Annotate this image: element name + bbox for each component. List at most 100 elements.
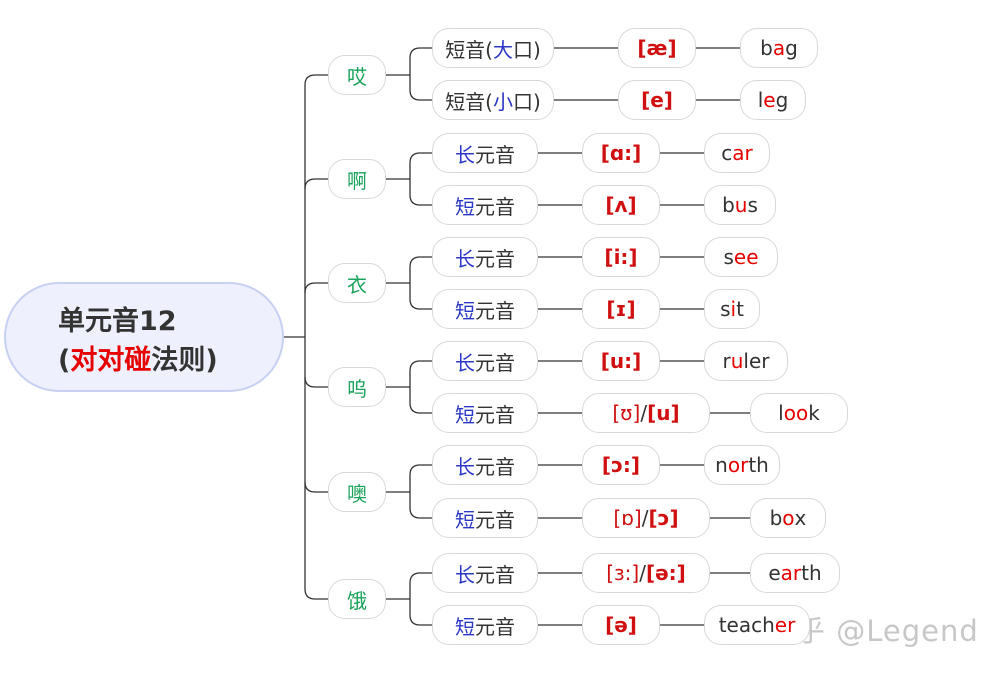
phonetic-node: [ʊ] / [u] <box>582 393 710 433</box>
word-part: ler <box>743 349 770 373</box>
word-part: x <box>794 506 807 530</box>
connector <box>304 282 328 294</box>
root-title: 单元音12 <box>58 306 177 337</box>
type-suffix: 元音 <box>475 454 515 479</box>
connector <box>409 47 432 59</box>
connector <box>409 194 432 206</box>
type-highlight: 短 <box>455 402 475 427</box>
type-highlight: 长 <box>455 142 475 167</box>
type-highlight: 短 <box>455 614 475 639</box>
phonetic-symbol: [ʌ] <box>605 193 637 217</box>
root-subtitle: (对对碰法则) <box>58 341 282 380</box>
connector <box>409 360 432 372</box>
phonetic-symbol: [u:] <box>600 349 642 373</box>
phonetic-symbol: [ɒ] <box>613 506 642 530</box>
phonetic-node: [i:] <box>582 237 660 277</box>
category-label: 衣 <box>347 272 367 297</box>
word-part: g <box>785 36 798 60</box>
word-highlight: i <box>730 297 737 321</box>
phonetic-node: [ə] <box>582 605 660 645</box>
vowel-type-node: 长元音 <box>432 553 538 593</box>
phonetic-symbol: [e] <box>641 88 673 112</box>
word-part: e <box>768 561 781 585</box>
vowel-type-node: 长元音 <box>432 237 538 277</box>
connector <box>409 89 432 101</box>
word-part: s <box>720 297 731 321</box>
phonetic-separator: / <box>641 506 649 530</box>
word-highlight: er <box>774 613 796 637</box>
phonetic-symbol: [u] <box>647 401 680 425</box>
root-highlight: 对对碰 <box>70 345 152 376</box>
phonetic-symbol: [ə] <box>605 613 637 637</box>
connector <box>409 152 432 164</box>
vowel-type-node: 短元音 <box>432 185 538 225</box>
vowel-type-node: 长元音 <box>432 133 538 173</box>
vowel-type-node: 短音(小口) <box>432 80 554 120</box>
word-highlight: ee <box>733 245 759 269</box>
phonetic-symbol: [i:] <box>604 245 638 269</box>
word-highlight: u <box>730 349 744 373</box>
word-part: s <box>747 193 758 217</box>
word-part: s <box>723 245 734 269</box>
phonetic-symbol: [ɜ:] <box>606 561 640 585</box>
phonetic-node: [ɪ] <box>582 289 660 329</box>
category-label: 噢 <box>347 481 367 506</box>
word-part: b <box>769 506 783 530</box>
vowel-type-node: 短元音 <box>432 393 538 433</box>
category-node: 饿 <box>328 579 386 619</box>
word-highlight: e <box>763 88 776 112</box>
word-highlight: a <box>772 36 786 60</box>
phonetic-node: [æ] <box>618 28 696 68</box>
type-suffix: 元音 <box>475 194 515 219</box>
type-suffix: 口) <box>513 89 541 114</box>
type-highlight: 长 <box>455 246 475 271</box>
connector <box>304 588 328 600</box>
category-node: 啊 <box>328 159 386 199</box>
word-part: th <box>801 561 822 585</box>
type-highlight: 小 <box>493 89 513 114</box>
phonetic-node: [e] <box>618 80 696 120</box>
type-prefix: 短音( <box>445 37 493 62</box>
phonetic-separator: / <box>639 561 646 585</box>
type-highlight: 短 <box>455 507 475 532</box>
connector <box>304 74 328 86</box>
connector <box>304 376 328 388</box>
type-highlight: 短 <box>455 298 475 323</box>
type-suffix: 元音 <box>475 614 515 639</box>
category-node: 呜 <box>328 367 386 407</box>
vowel-type-node: 短元音 <box>432 498 538 538</box>
type-suffix: 元音 <box>475 507 515 532</box>
word-part: t <box>736 297 744 321</box>
word-highlight: o <box>782 506 795 530</box>
type-suffix: 元音 <box>475 246 515 271</box>
connector <box>409 256 432 268</box>
type-highlight: 长 <box>455 454 475 479</box>
vowel-type-node: 短音(大口) <box>432 28 554 68</box>
connector <box>409 464 432 476</box>
root-suffix: 法则) <box>151 345 218 376</box>
type-highlight: 长 <box>455 350 475 375</box>
type-suffix: 元音 <box>475 562 515 587</box>
type-suffix: 口) <box>513 37 541 62</box>
word-part: r <box>722 349 731 373</box>
category-label: 呜 <box>347 376 367 401</box>
word-part: th <box>748 453 769 477</box>
type-highlight: 大 <box>493 37 513 62</box>
connector <box>409 507 432 519</box>
word-part: b <box>722 193 735 217</box>
category-node: 噢 <box>328 472 386 512</box>
phonetic-symbol: [ɪ] <box>606 297 636 321</box>
phonetic-node: [u:] <box>582 341 660 381</box>
type-prefix: 短音( <box>445 89 493 114</box>
category-label: 饿 <box>347 588 367 613</box>
